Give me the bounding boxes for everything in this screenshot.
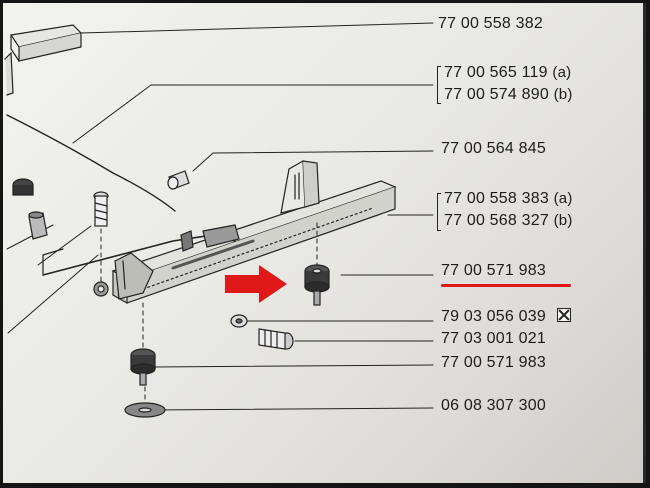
washer-small xyxy=(230,314,248,328)
part-number-4b-variant: (b) xyxy=(553,212,573,229)
screw-small xyxy=(167,170,190,190)
part-number-2a: 77 00 565 119 xyxy=(444,64,548,81)
red-underline xyxy=(441,284,571,287)
rail-clamp-left xyxy=(114,252,154,300)
part-number-4b: 77 00 568 327 xyxy=(444,212,549,229)
rail-bracket xyxy=(280,159,320,214)
part-number-9: 06 08 307 300 xyxy=(441,397,546,414)
part-number-2a-variant: (a) xyxy=(552,64,572,81)
star-washer xyxy=(93,281,109,297)
bracket-group-2 xyxy=(437,66,441,104)
boxed-x-icon xyxy=(556,308,571,322)
part-number-2b-row: 77 00 574 890 (b) xyxy=(444,86,573,104)
part-number-3: 77 00 564 845 xyxy=(441,140,546,157)
part-number-4b-row: 77 00 568 327 (b) xyxy=(444,212,573,230)
knob-left xyxy=(12,178,34,196)
part-number-5-highlighted: 77 00 571 983 xyxy=(441,262,546,279)
leader-lines xyxy=(6,22,434,411)
cable-rod xyxy=(6,114,176,212)
bolt-vertical xyxy=(93,191,109,227)
bolt-horizontal xyxy=(258,328,294,350)
part-number-4a: 77 00 558 383 xyxy=(444,190,549,207)
part-number-1: 77 00 558 382 xyxy=(438,15,543,32)
assembly-axis-lines xyxy=(100,222,318,404)
bracket-group-4 xyxy=(437,193,441,231)
sleeve-left xyxy=(28,211,48,240)
part-number-4a-variant: (a) xyxy=(553,190,573,207)
washer-large xyxy=(124,402,166,418)
lever-mechanism xyxy=(42,224,240,276)
catalog-page: 77 00 558 382 77 00 565 119 (a) 77 00 57… xyxy=(3,3,646,483)
part-number-7: 77 03 001 021 xyxy=(441,330,546,347)
part-number-8: 77 00 571 983 xyxy=(441,354,546,371)
exploded-parts-drawing xyxy=(4,22,434,418)
rail-part-top xyxy=(4,24,83,96)
part-number-2a-row: 77 00 565 119 (a) xyxy=(444,64,571,82)
part-number-6: 79 03 056 039 xyxy=(441,308,546,325)
part-number-6-row: 79 03 056 039 xyxy=(441,307,571,326)
part-number-2b-variant: (b) xyxy=(553,86,573,103)
part-number-4a-row: 77 00 558 383 (a) xyxy=(444,190,573,208)
adjustment-knob-highlighted xyxy=(304,264,330,306)
part-number-2b: 77 00 574 890 xyxy=(444,86,549,103)
arrow-right-icon xyxy=(225,265,287,303)
adjustment-knob-lower xyxy=(130,348,156,386)
